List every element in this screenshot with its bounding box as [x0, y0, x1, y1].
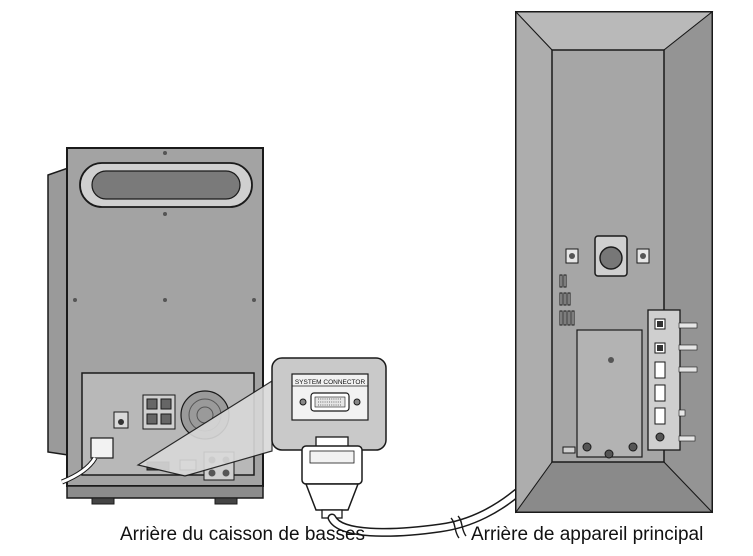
system-connector-callout: SYSTEM CONNECTOR: [136, 357, 387, 477]
subwoofer-caption: Arrière du caisson de basses: [120, 524, 366, 545]
main-unit-caption: Arrière de appareil principal: [471, 524, 704, 545]
io-panel: [647, 309, 681, 451]
system-connector-label: SYSTEM CONNECTOR: [295, 379, 366, 386]
main-unit-rear: [514, 10, 714, 514]
power-plug: [90, 437, 114, 459]
dvi-plug: [301, 436, 363, 519]
